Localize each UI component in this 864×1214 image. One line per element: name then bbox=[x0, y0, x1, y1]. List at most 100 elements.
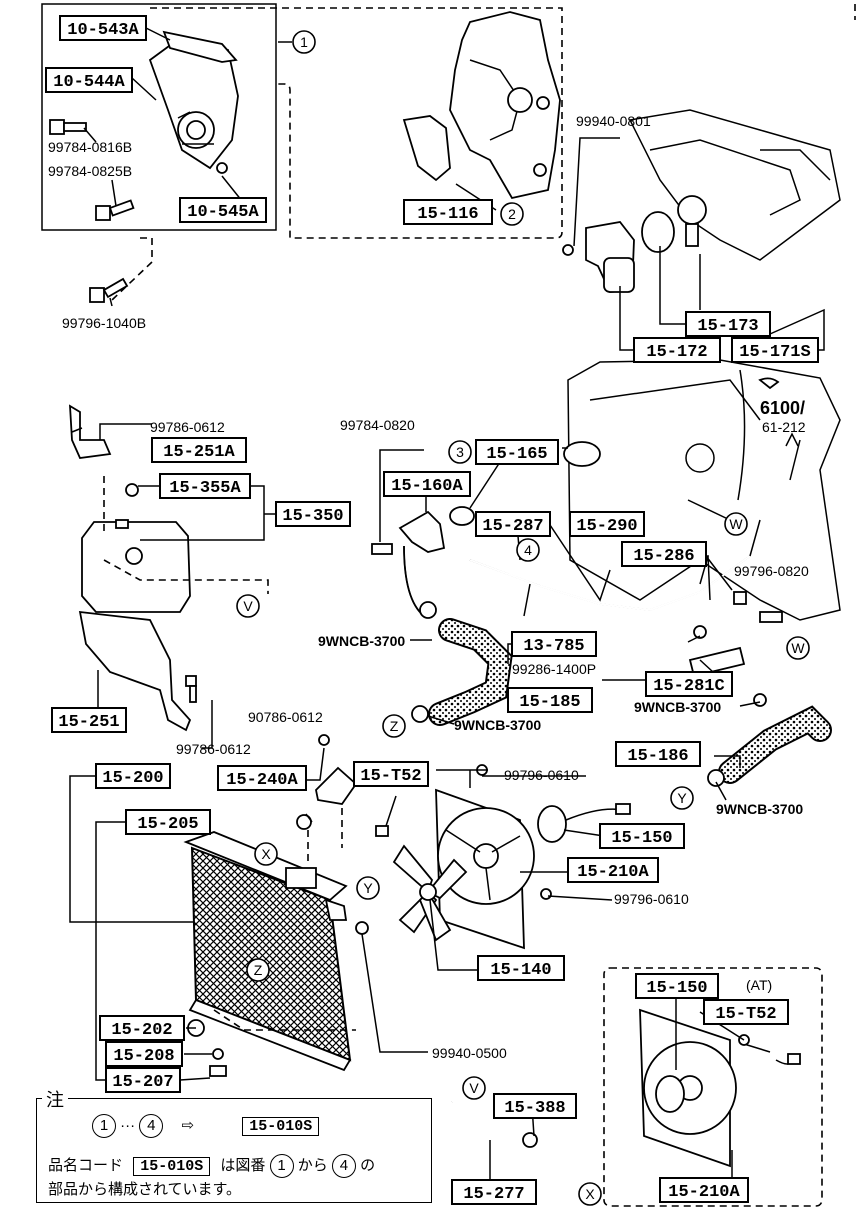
svg-text:99940-0801: 99940-0801 bbox=[576, 113, 651, 129]
svg-text:V: V bbox=[469, 1080, 479, 1096]
thermostat-gasket bbox=[641, 211, 675, 253]
part-15-165[interactable]: 15-165 bbox=[475, 439, 559, 465]
drain-plug-15-207 bbox=[209, 1065, 227, 1077]
svg-text:99940-0500: 99940-0500 bbox=[432, 1045, 507, 1061]
svg-text:99784-0820: 99784-0820 bbox=[340, 417, 415, 433]
svg-text:3: 3 bbox=[456, 444, 464, 460]
note-circle-1: 1 bbox=[92, 1114, 116, 1138]
lower-radiator-hose bbox=[720, 707, 830, 782]
svg-text:9WNCB-3700: 9WNCB-3700 bbox=[716, 801, 803, 817]
svg-text:15-150: 15-150 bbox=[646, 979, 707, 998]
part-15-277[interactable]: 15-277 bbox=[451, 1179, 537, 1205]
overflow-hose bbox=[443, 1101, 588, 1190]
svg-text:15-160A: 15-160A bbox=[391, 477, 463, 496]
bolt-99786-0612 bbox=[185, 675, 197, 703]
circle-marker-z2: Z bbox=[246, 958, 270, 982]
water-pump-frame bbox=[41, 3, 277, 231]
water-outlet bbox=[371, 510, 446, 555]
part-15-207[interactable]: 15-207 bbox=[105, 1067, 181, 1093]
part-15-202[interactable]: 15-202 bbox=[99, 1015, 185, 1041]
part-15-355a[interactable]: 15-355A bbox=[159, 473, 251, 499]
svg-text:15-172: 15-172 bbox=[646, 343, 707, 362]
part-15-350[interactable]: 15-350 bbox=[275, 501, 351, 527]
hose-clamp-b bbox=[411, 705, 429, 723]
part-15-171s[interactable]: 15-171S bbox=[731, 337, 819, 363]
part-15-210a-at[interactable]: 15-210A bbox=[659, 1177, 749, 1203]
svg-text:1: 1 bbox=[300, 34, 308, 50]
note-inline-circle-4: 4 bbox=[331, 1154, 356, 1178]
note-text-c: から bbox=[297, 1157, 328, 1174]
part-15-290[interactable]: 15-290 bbox=[569, 511, 645, 537]
svg-text:15-388: 15-388 bbox=[504, 1099, 565, 1118]
circle-marker-3: 3 bbox=[448, 440, 472, 464]
reservoir-bracket bbox=[69, 404, 192, 732]
svg-text:10-544A: 10-544A bbox=[53, 73, 125, 92]
hose-clamp-c bbox=[707, 769, 725, 787]
svg-text:15-200: 15-200 bbox=[102, 769, 163, 788]
hose-15-281c bbox=[688, 646, 746, 678]
part-15-281c[interactable]: 15-281C bbox=[645, 671, 733, 697]
svg-text:15-116: 15-116 bbox=[417, 205, 478, 224]
svg-text:99784-0825B: 99784-0825B bbox=[48, 163, 132, 179]
svg-text:15-T52: 15-T52 bbox=[715, 1005, 776, 1024]
part-15-251[interactable]: 15-251 bbox=[51, 707, 127, 733]
engine-block-front bbox=[449, 11, 561, 200]
radiator-cap bbox=[296, 814, 312, 830]
svg-text:15-355A: 15-355A bbox=[169, 479, 241, 498]
part-15-140[interactable]: 15-140 bbox=[477, 955, 565, 981]
svg-text:10-545A: 10-545A bbox=[187, 203, 259, 222]
bolt-99796-1040b bbox=[89, 277, 129, 303]
part-15-287[interactable]: 15-287 bbox=[475, 511, 551, 537]
bolt-99784-0825b bbox=[95, 199, 135, 221]
svg-text:Y: Y bbox=[363, 880, 373, 896]
part-15-173[interactable]: 15-173 bbox=[685, 311, 771, 337]
svg-text:15-240A: 15-240A bbox=[226, 771, 298, 790]
circle-marker-v: V bbox=[236, 594, 260, 618]
part-10-545a[interactable]: 10-545A bbox=[179, 197, 267, 223]
part-15-205[interactable]: 15-205 bbox=[125, 809, 211, 835]
coolant-reservoir bbox=[81, 519, 191, 613]
part-15-t52-at[interactable]: 15-T52 bbox=[703, 999, 789, 1025]
svg-text:15-290: 15-290 bbox=[576, 517, 637, 536]
note-range-row: 1 ··· 4 ⇨ 15-010S bbox=[92, 1114, 320, 1138]
at-fan-shroud bbox=[639, 1008, 801, 1168]
svg-text:X: X bbox=[585, 1186, 595, 1202]
part-15-150-at[interactable]: 15-150 bbox=[635, 973, 719, 999]
circle-marker-x: X bbox=[254, 842, 278, 866]
svg-text:15-140: 15-140 bbox=[490, 961, 551, 980]
part-10-544a[interactable]: 10-544A bbox=[45, 67, 133, 93]
reservoir-cap bbox=[125, 483, 139, 497]
note-code-inline[interactable]: 15-010S bbox=[133, 1157, 211, 1176]
part-15-116[interactable]: 15-116 bbox=[403, 199, 493, 225]
part-15-185[interactable]: 15-185 bbox=[507, 687, 593, 713]
part-15-286[interactable]: 15-286 bbox=[621, 541, 707, 567]
svg-text:15-287: 15-287 bbox=[482, 517, 543, 536]
part-15-251a[interactable]: 15-251A bbox=[151, 437, 247, 463]
part-13-785[interactable]: 13-785 bbox=[511, 631, 597, 657]
part-15-208[interactable]: 15-208 bbox=[105, 1041, 183, 1067]
svg-text:99796-0820: 99796-0820 bbox=[734, 563, 809, 579]
svg-text:15-277: 15-277 bbox=[463, 1185, 524, 1204]
part-15-200[interactable]: 15-200 bbox=[95, 763, 171, 789]
part-15-t52[interactable]: 15-T52 bbox=[353, 761, 429, 787]
note-kit-code[interactable]: 15-010S bbox=[242, 1117, 320, 1136]
part-15-210a[interactable]: 15-210A bbox=[567, 857, 659, 883]
part-15-150[interactable]: 15-150 bbox=[599, 823, 685, 849]
svg-text:90786-0612: 90786-0612 bbox=[248, 709, 323, 725]
svg-text:15-281C: 15-281C bbox=[653, 677, 724, 696]
part-15-160a[interactable]: 15-160A bbox=[383, 471, 471, 497]
note-circle-4: 4 bbox=[139, 1114, 164, 1138]
svg-text:15-202: 15-202 bbox=[111, 1021, 172, 1040]
part-15-388[interactable]: 15-388 bbox=[493, 1093, 577, 1119]
part-15-240a[interactable]: 15-240A bbox=[217, 765, 307, 791]
svg-text:W: W bbox=[791, 640, 805, 656]
svg-text:99786-0612: 99786-0612 bbox=[176, 741, 251, 757]
svg-text:(AT): (AT) bbox=[746, 977, 772, 993]
part-15-186[interactable]: 15-186 bbox=[615, 741, 701, 767]
drain-washer bbox=[212, 1048, 224, 1060]
note-text-a: 品名コード bbox=[48, 1157, 124, 1174]
svg-text:15-251: 15-251 bbox=[58, 713, 119, 732]
part-15-172[interactable]: 15-172 bbox=[633, 337, 721, 363]
part-10-543a[interactable]: 10-543A bbox=[59, 15, 147, 41]
